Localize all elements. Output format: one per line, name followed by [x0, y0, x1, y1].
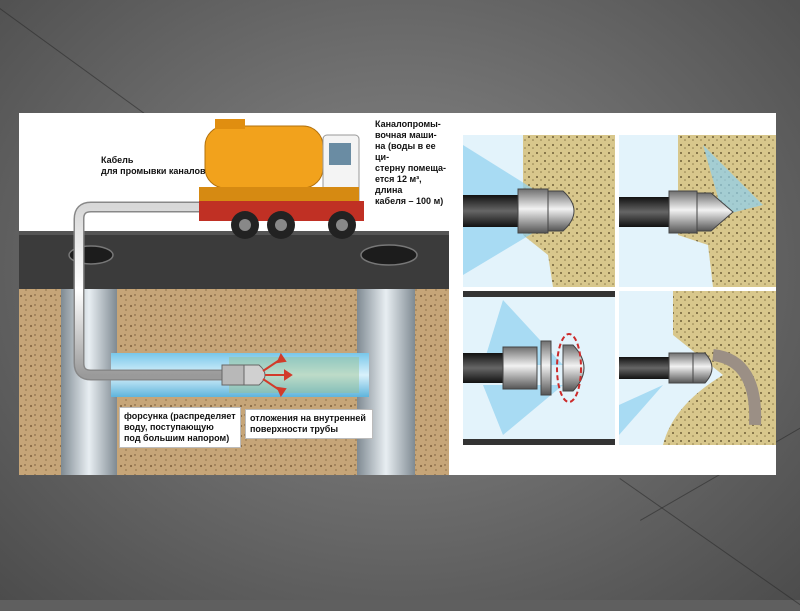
nozzle-head-icon [221, 364, 266, 386]
manhole-right [360, 244, 418, 266]
deposits-caption: отложения на внутренней поверхности труб… [245, 409, 373, 439]
nozzle-caption: форсунка (распределяет воду, поступающую… [119, 407, 241, 448]
sewer-truck [199, 119, 364, 239]
shaft-left [61, 289, 117, 475]
sewer-diagram-graphic [19, 119, 449, 475]
truck-caption: Каналопромы- вочная маши- на (воды в ее … [375, 119, 447, 206]
nozzle-head-icon [547, 190, 575, 232]
nozzle-variants-graphic [463, 135, 776, 445]
cleaning-hose [75, 203, 224, 379]
nozzle-variant-4 [619, 291, 776, 445]
nozzle-variant-2 [619, 135, 776, 287]
nozzle-variant-3 [463, 291, 615, 445]
nozzle-head-icon [696, 192, 734, 232]
nozzle-head-icon [692, 352, 713, 384]
rotating-nozzle-icon [562, 344, 585, 392]
water-jet-icon [262, 352, 293, 398]
cable-caption: Кабель для промывки каналов [101, 155, 206, 176]
slide-content: Каналопромы- вочная маши- на (воды в ее … [19, 113, 776, 475]
sewer-cleaning-diagram: Каналопромы- вочная маши- на (воды в ее … [19, 113, 449, 475]
tanker [204, 125, 324, 189]
nozzle-variants-grid [463, 135, 776, 445]
nozzle-variant-1 [463, 135, 615, 287]
